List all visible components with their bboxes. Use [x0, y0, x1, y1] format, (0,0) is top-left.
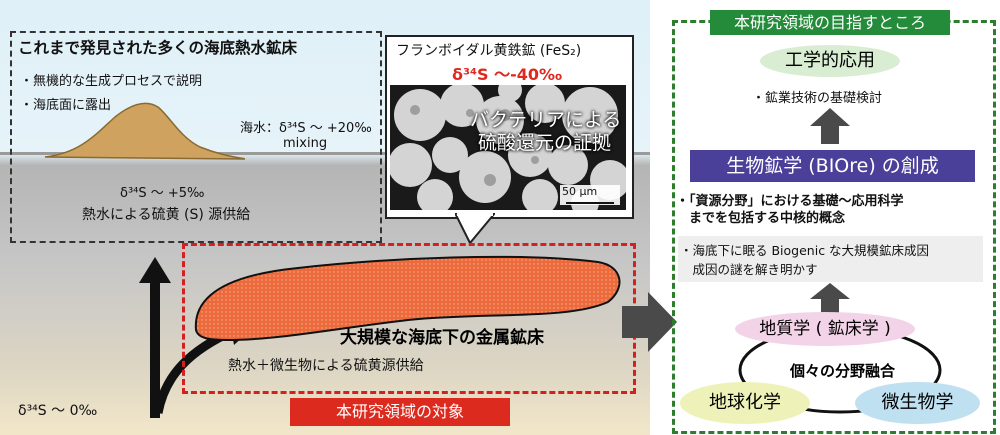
seafloor-line: [0, 152, 650, 155]
existing-deposits-title: これまで発見された多くの海底熱水鉱床: [18, 39, 298, 57]
biogenic-line-2: 成因の謎を解き明かす: [680, 262, 818, 277]
delta-plus5: δ³⁴S ～ +5‰: [120, 186, 205, 201]
biore-banner: 生物鉱学 (BIOre) の創成: [690, 150, 975, 182]
exposed-mound-shape: [44, 102, 246, 160]
biogenic-line-1: ・海底下に眠る Biogenic な大規模鉱床成因: [680, 243, 930, 258]
biogenic-box: [678, 236, 983, 282]
microbiology-oval: 微生物学: [855, 382, 980, 424]
callout-pointer: [455, 213, 495, 245]
right-arrow-icon: [622, 292, 677, 352]
engineering-oval: 工学的応用: [760, 45, 900, 77]
hydro-microbe-supply: 熱水＋微生物による硫黄源供給: [228, 358, 424, 374]
bullet-exposed: ・海底面に露出: [20, 98, 112, 113]
research-target-label: 本研究領域の対象: [290, 398, 510, 426]
goal-panel-title: 本研究領域の目指すところ: [710, 10, 950, 35]
geochemistry-oval: 地球化学: [680, 382, 810, 424]
up-arrow-icon-3: [810, 283, 850, 315]
pyrite-micrograph-image: [390, 85, 626, 210]
framboidal-pyrite-title: フランボイダル黄鉄鉱 (FeS₂): [396, 43, 582, 59]
up-arrow-icon-2: [810, 108, 850, 144]
bacteria-caption-2: 硫酸還元の証拠: [478, 132, 612, 154]
bacteria-caption-1: バクテリアによる: [470, 109, 622, 131]
scale-bar-label: 50 μm: [562, 185, 598, 198]
hydrothermal-sulfur-label: 熱水による硫黄 (S) 源供給: [82, 207, 251, 223]
seawater-delta: 海水：δ³⁴S ～ +20‰: [240, 121, 372, 136]
delta-zero: δ³⁴S ～ 0‰: [18, 403, 98, 419]
mixing-label: mixing: [283, 136, 328, 151]
deposit-title: 大規模な海底下の金属鉱床: [340, 328, 544, 348]
fusion-label: 個々の分野融合: [790, 362, 896, 380]
concept-line-1: ・「資源分野」における基礎～応用科学: [676, 194, 904, 209]
up-arrow-icon: [139, 257, 171, 418]
geology-oval: 地質学 ( 鉱床学 ): [735, 312, 915, 346]
mining-tech-text: ・鉱業技術の基礎検討: [752, 91, 883, 106]
ore-body-shape: [194, 255, 621, 342]
bullet-inorganic: ・無機的な生成プロセスで説明: [20, 74, 203, 89]
concept-line-2: までを包括する中核的概念: [676, 211, 846, 226]
existing-deposits-box: [10, 31, 382, 243]
pyrite-delta: δ³⁴S ～-40‰: [452, 65, 563, 84]
